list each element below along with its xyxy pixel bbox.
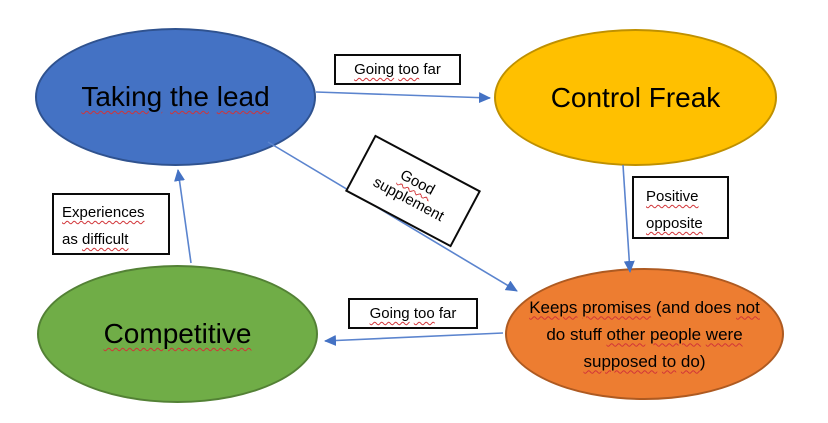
node-taking-the-lead[interactable]: Taking the lead [35, 28, 316, 166]
label-going-too-far-top-text: Going too far [354, 61, 441, 78]
node-keeps-promises-line3: supposed to do) [583, 351, 706, 371]
node-keeps-promises-line2: do stuff other people were [546, 324, 743, 344]
label-positive-opposite-line1: Positive [646, 188, 699, 205]
arrow-keeps-promises-to-competitive[interactable] [324, 332, 504, 347]
label-experiences-line2: as difficult [62, 231, 129, 248]
label-going-too-far-bottom[interactable]: Going too far [348, 298, 478, 329]
arrow-control-freak-to-keeps-promises[interactable] [622, 164, 635, 273]
node-competitive[interactable]: Competitive [37, 265, 318, 403]
node-keeps-promises[interactable]: Keeps promises (and does not do stuff ot… [505, 268, 784, 400]
label-experiences-line1: Experiences [62, 204, 145, 221]
node-control-freak-label: Control Freak [550, 81, 721, 113]
node-taking-the-lead-label: Taking the lead [81, 81, 270, 112]
node-control-freak[interactable]: Control Freak [494, 29, 777, 166]
arrow-competitive-to-taking-the-lead[interactable] [174, 169, 192, 264]
node-competitive-label: Competitive [103, 318, 252, 349]
label-experiences-as-difficult[interactable]: Experiences as difficult [52, 193, 170, 255]
node-keeps-promises-line1: Keeps promises (and does not [529, 297, 760, 317]
label-positive-opposite[interactable]: Positive opposite [632, 176, 729, 239]
label-going-too-far-top[interactable]: Going too far [334, 54, 461, 85]
label-positive-opposite-line2: opposite [646, 215, 703, 232]
arrow-taking-the-lead-to-control-freak[interactable] [315, 91, 491, 104]
label-going-too-far-bottom-text: Going too far [369, 305, 457, 322]
